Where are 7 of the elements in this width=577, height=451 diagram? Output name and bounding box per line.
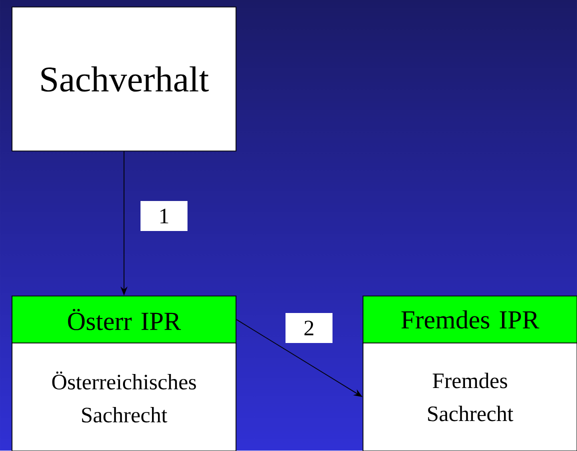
text-box: Fremdes Sachrecht — [362, 342, 577, 451]
header-box: Österr IPR — [12, 296, 236, 344]
edge-label: 1 — [140, 201, 188, 231]
text-box: Sachverhalt — [12, 6, 236, 152]
text-box: Österreichisches Sachrecht — [12, 342, 236, 451]
header-box: Fremdes IPR — [362, 296, 577, 344]
edge-label: 2 — [286, 313, 332, 343]
